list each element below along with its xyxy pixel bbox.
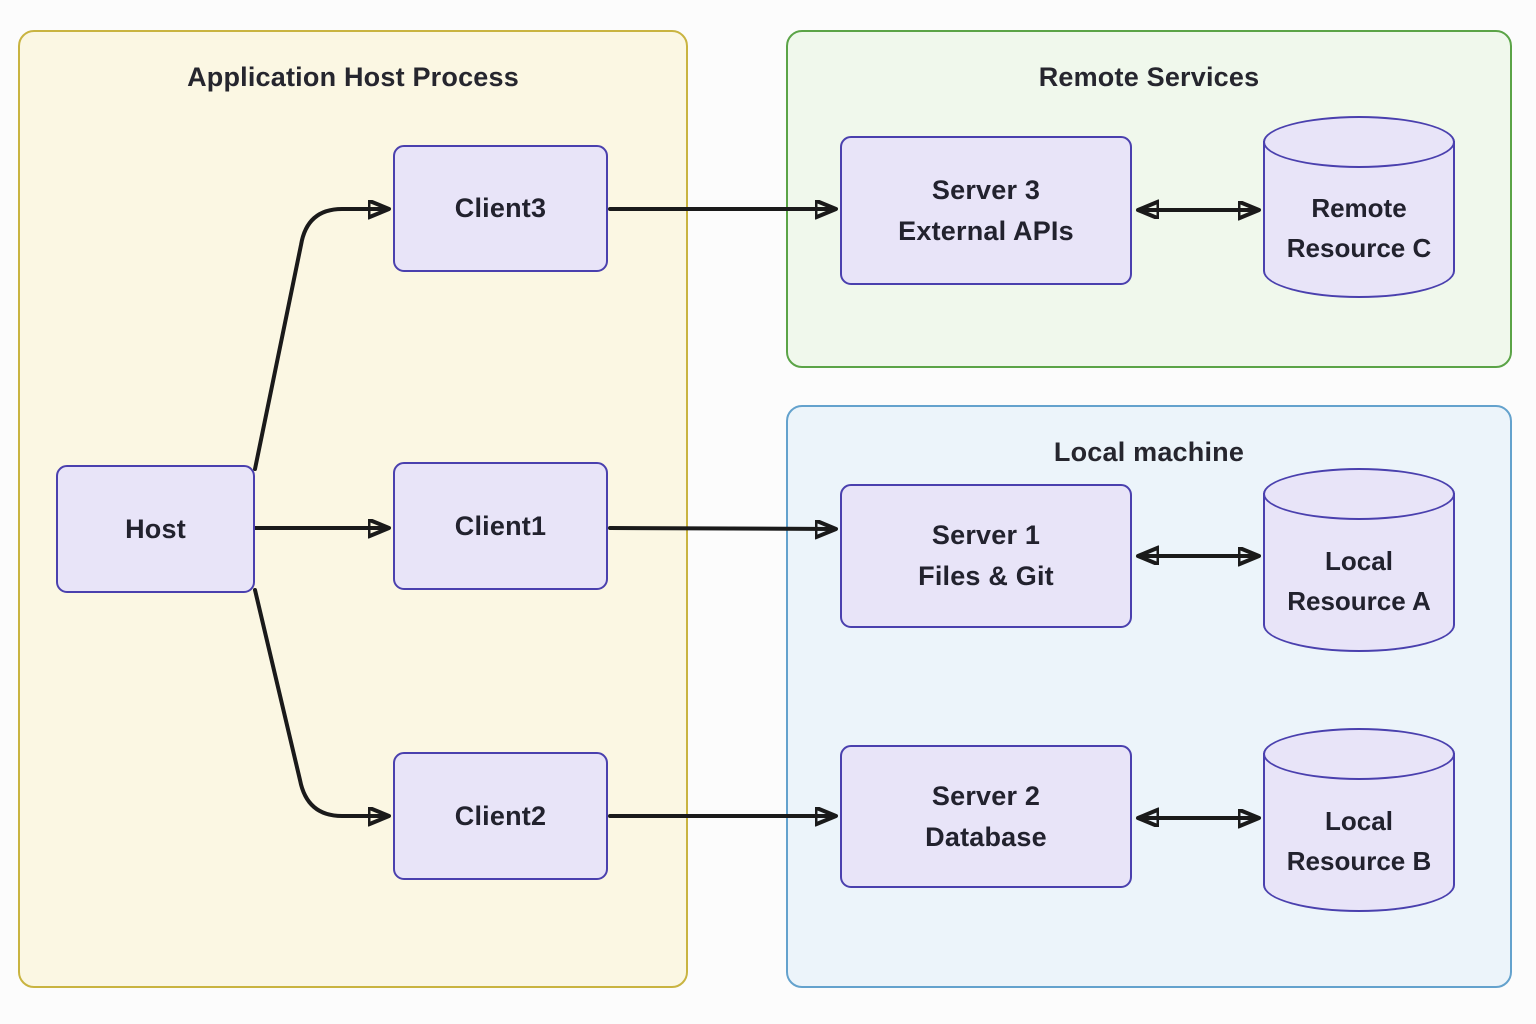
node-server3-label-line1: Server 3 bbox=[931, 174, 1041, 205]
group-title-local-machine: Local machine bbox=[1053, 437, 1245, 467]
node-server1-label-line1: Server 1 bbox=[931, 520, 1041, 550]
node-server2-label-line2: Database bbox=[925, 821, 1047, 852]
node-host-label: Host bbox=[125, 513, 186, 544]
resource-c-label-line2: Resource C bbox=[1286, 233, 1432, 263]
resource-b-label-line2: Resource B bbox=[1286, 846, 1432, 876]
node-client2-label: Client2 bbox=[454, 800, 547, 831]
node-server3: Server 3 External APIs bbox=[840, 136, 1132, 285]
node-server2: Server 2 Database bbox=[840, 745, 1132, 888]
node-client1-label: Client1 bbox=[454, 510, 547, 541]
node-client3: Client3 bbox=[393, 145, 608, 272]
node-client2: Client2 bbox=[393, 752, 608, 880]
node-local-resource-a: Local Resource A bbox=[1263, 468, 1455, 652]
node-client1: Client1 bbox=[393, 462, 608, 590]
node-local-resource-b: Local Resource B bbox=[1263, 728, 1455, 912]
node-server1: Server 1 Files & Git bbox=[840, 484, 1132, 628]
resource-b-label-line1: Local bbox=[1325, 806, 1393, 836]
cylinder-top-icon bbox=[1263, 728, 1455, 780]
node-server1-label-line2: Files & Git bbox=[918, 561, 1054, 591]
resource-c-label-line1: Remote bbox=[1311, 193, 1407, 223]
cylinder-top-icon bbox=[1263, 468, 1455, 520]
cylinder-top-icon bbox=[1263, 116, 1455, 168]
group-title-application-host-process: Application Host Process bbox=[187, 62, 519, 92]
group-title-remote-services: Remote Services bbox=[1038, 62, 1260, 92]
node-client3-label: Client3 bbox=[454, 193, 547, 223]
resource-a-label-line1: Local bbox=[1325, 546, 1393, 576]
resource-a-label-line2: Resource A bbox=[1287, 586, 1431, 616]
node-remote-resource-c: Remote Resource C bbox=[1263, 116, 1455, 298]
node-server2-label-line1: Server 2 bbox=[931, 780, 1041, 811]
node-host: Host bbox=[56, 465, 255, 593]
node-server3-label-line2: External APIs bbox=[898, 215, 1074, 246]
